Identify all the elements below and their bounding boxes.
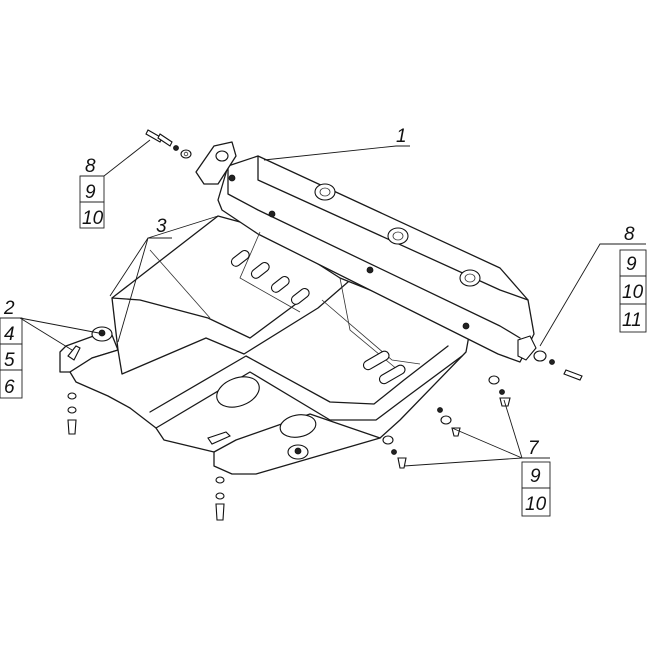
callout-8-right: 8 9 10 11 [619, 224, 647, 333]
callout-8-right-label-0: 8 [624, 224, 635, 245]
callout-8-left-label-0: 8 [85, 156, 96, 177]
callout-8-right-label-3: 11 [622, 310, 642, 331]
hardware [67, 129, 583, 521]
callout-3: 3 [156, 216, 167, 237]
callout-3-label: 3 [156, 216, 167, 237]
callout-2-label-3: 6 [4, 377, 15, 398]
callout-2-label-0: 2 [3, 298, 15, 319]
callout-7-label-0: 7 [528, 438, 540, 459]
callout-8-right-label-1: 9 [626, 254, 637, 275]
callout-2-label-2: 5 [4, 350, 15, 371]
leader-lines [19, 139, 620, 467]
skid-plate [59, 141, 537, 475]
callout-7-stack: 7 9 10 [521, 438, 551, 517]
callout-2-stack: 2 4 5 6 [0, 298, 23, 399]
callout-1-label: 1 [396, 126, 407, 147]
callout-8-left-label-1: 9 [85, 182, 96, 203]
callout-7-label-1: 9 [530, 466, 541, 487]
callout-8-left-label-2: 10 [82, 208, 104, 229]
callout-1: 1 [396, 126, 407, 147]
callout-2-label-1: 4 [4, 324, 15, 345]
callout-7-label-2: 10 [525, 494, 547, 515]
callout-8-left: 8 9 10 [79, 156, 105, 229]
callout-8-right-label-2: 10 [622, 282, 644, 303]
